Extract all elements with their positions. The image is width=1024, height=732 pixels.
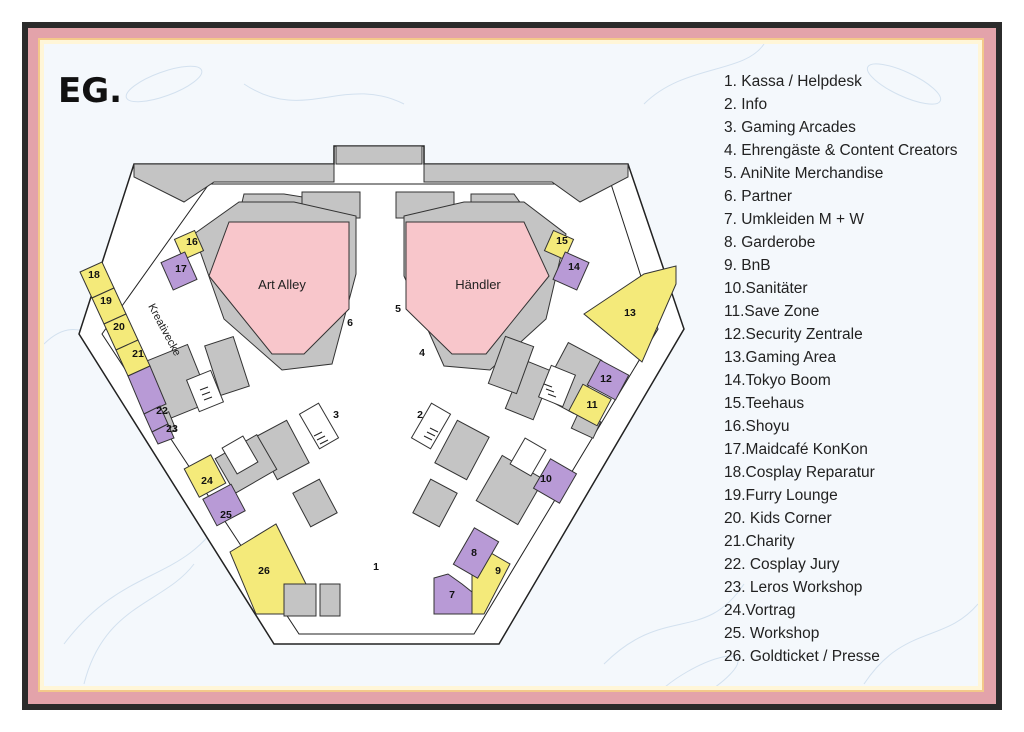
marker-1: 1 (373, 561, 379, 573)
marker-20: 20 (113, 321, 125, 333)
marker-25: 25 (220, 509, 232, 521)
marker-10: 10 (540, 473, 552, 485)
art-alley-label: Art Alley (258, 277, 306, 292)
legend-item: 2. Info (724, 96, 768, 113)
floor-title-group: EG. (58, 71, 122, 111)
marker-4: 4 (419, 347, 425, 359)
marker-3: 3 (333, 409, 339, 421)
legend-item: 23. Leros Workshop (724, 579, 863, 596)
marker-8: 8 (471, 547, 477, 559)
marker-21: 21 (132, 348, 144, 360)
marker-26: 26 (258, 565, 270, 577)
haendler-label: Händler (455, 277, 501, 292)
legend-item: 19.Furry Lounge (724, 487, 838, 504)
legend-item: 22. Cosplay Jury (724, 556, 840, 573)
legend-item: 18.Cosplay Reparatur (724, 464, 875, 481)
legend-item: 4. Ehrengäste & Content Creators (724, 142, 958, 159)
legend-item: 13.Gaming Area (724, 349, 837, 366)
map-legend: 1. Kassa / Helpdesk 2. Info 3. Gaming Arca… (724, 70, 984, 668)
marker-19: 19 (100, 295, 112, 307)
marker-12: 12 (600, 373, 612, 385)
legend-item: 1. Kassa / Helpdesk (724, 73, 862, 90)
legend-item: 26. Goldticket / Presse (724, 648, 880, 665)
marker-16: 16 (186, 236, 198, 248)
purple-booths (127, 251, 630, 615)
legend-item: 9. BnB (724, 257, 771, 274)
legend-item: 3. Gaming Arcades (724, 119, 856, 136)
marker-18: 18 (88, 269, 100, 281)
art-alley-area[interactable]: Art Alley (193, 201, 357, 371)
entrance-block (335, 145, 423, 165)
legend-item: 12.Security Zentrale (724, 326, 863, 343)
haendler-area[interactable]: Händler (403, 201, 567, 371)
legend-item: 11.Save Zone (724, 303, 820, 320)
marker-5: 5 (395, 303, 401, 315)
map-canvas: Art Alley Händler (44, 44, 978, 686)
legend-item: 20. Kids Corner (724, 510, 832, 527)
legend-item: 14.Tokyo Boom (724, 372, 831, 389)
marker-15: 15 (556, 235, 568, 247)
marker-7: 7 (449, 589, 455, 601)
legend-item: 16.Shoyu (724, 418, 790, 435)
legend-item: 15.Teehaus (724, 395, 805, 412)
marker-9: 9 (495, 565, 501, 577)
legend-item: 21.Charity (724, 533, 795, 550)
legend-item: 25. Workshop (724, 625, 820, 642)
legend-item: 17.Maidcafé KonKon (724, 441, 868, 458)
legend-item: 24.Vortrag (724, 602, 796, 619)
legend-item: 8. Garderobe (724, 234, 816, 251)
marker-2: 2 (417, 409, 423, 421)
marker-13: 13 (624, 307, 636, 319)
legend-item: 5. AniNite Merchandise (724, 165, 884, 182)
marker-24: 24 (201, 475, 213, 487)
yellow-booths (79, 229, 677, 615)
art-alley-block (208, 221, 350, 355)
number-markers: 1234567891011121314151617181920212223242… (88, 235, 636, 601)
floor-plan: Art Alley Händler (44, 44, 978, 686)
marker-6: 6 (347, 317, 353, 329)
legend-item: 10.Sanitäter (724, 280, 808, 297)
legend-item: 6. Partner (724, 188, 793, 205)
floor-title: EG. (58, 71, 122, 111)
haendler-block (405, 221, 550, 355)
marker-23: 23 (166, 423, 178, 435)
legend-item: 7. Umkleiden M + W (724, 211, 864, 228)
marker-11: 11 (586, 399, 597, 411)
marker-14: 14 (568, 261, 580, 273)
marker-17: 17 (175, 263, 187, 275)
marker-22: 22 (156, 405, 168, 417)
stair-rooms (185, 364, 577, 477)
